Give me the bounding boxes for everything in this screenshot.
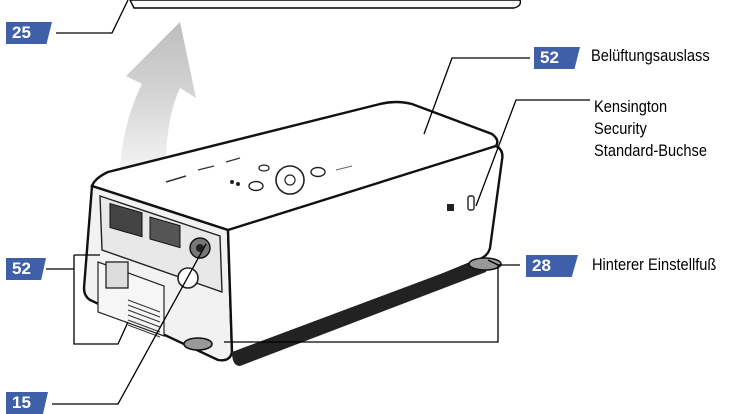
- projector-bottom-shadow: [232, 259, 488, 366]
- kensington-label-line-2: Security: [594, 119, 647, 138]
- page-badge-52-left: 52: [6, 258, 46, 280]
- kensington-label: Kensington Security Standard-Buchse: [594, 96, 707, 162]
- kensington-label-line-1: Kensington: [594, 97, 668, 116]
- lift-arrow-icon: [119, 22, 196, 198]
- power-vent-area: [97, 261, 165, 338]
- rear-foot-label: Hinterer Einstellfuß: [592, 255, 717, 274]
- page-badge-25: 25: [6, 22, 52, 44]
- top-panel-edge: [129, 0, 522, 9]
- page-badge-52-right: 52: [534, 47, 580, 69]
- exhaust-vent-label: Belüftungsauslass: [591, 46, 710, 65]
- control-panel: [165, 157, 353, 195]
- front-foot: [183, 337, 213, 351]
- page-badge-28: 28: [526, 255, 578, 277]
- kensington-label-line-3: Standard-Buchse: [594, 141, 707, 160]
- leader-lines: [46, 0, 590, 405]
- kensington-lock-icon: [447, 195, 475, 211]
- rear-foot: [468, 257, 502, 271]
- page-badge-15: 15: [6, 392, 48, 414]
